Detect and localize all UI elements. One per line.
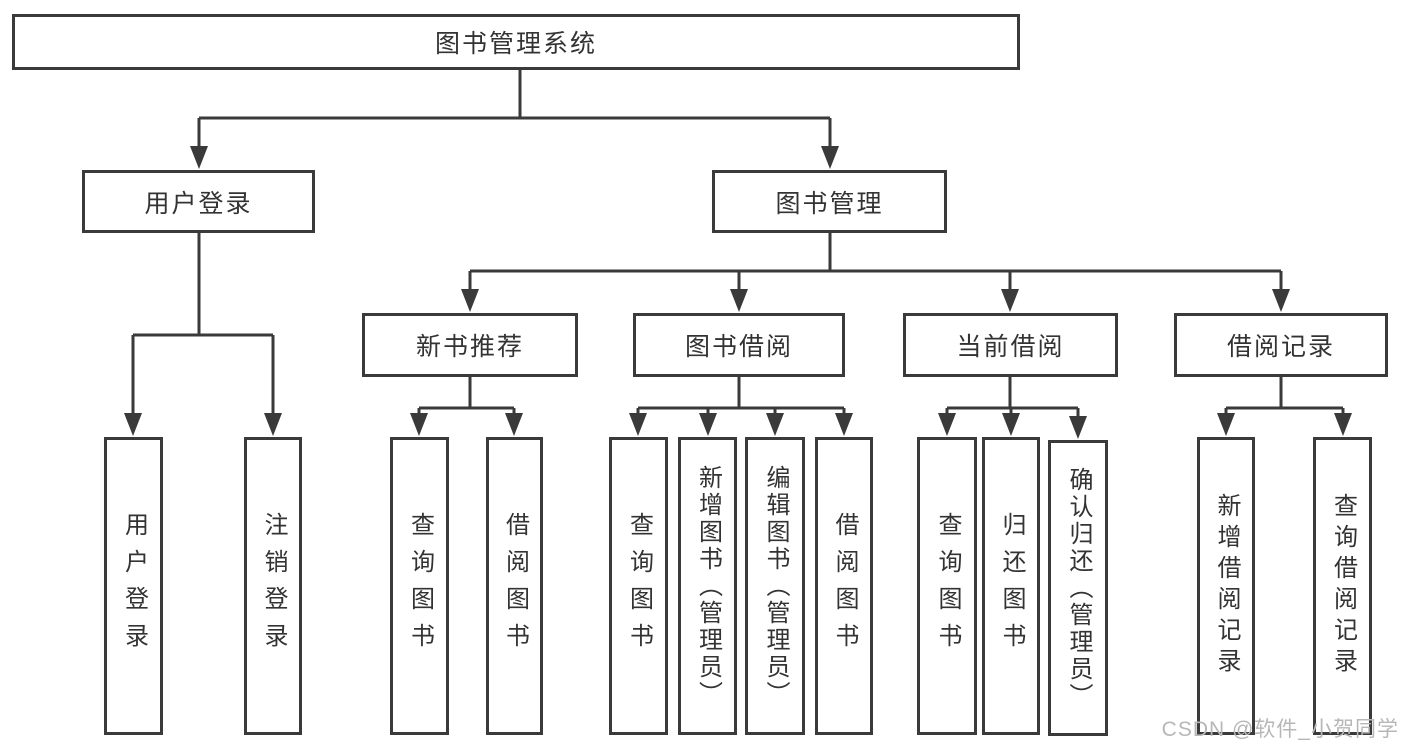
csdn-watermark: CSDN @软件_小贺同学 <box>1161 718 1399 741</box>
node-book-management: 图书管理 <box>712 170 947 233</box>
leaf-query-books-current-label: 查询图书 <box>934 512 961 660</box>
leaf-borrow-books-label: 借阅图书 <box>831 512 858 660</box>
leaf-confirm-return-admin-label: 确认归还（管理员） <box>1065 466 1092 710</box>
leaf-return-books: 归还图书 <box>982 437 1040 735</box>
leaf-confirm-return-admin: 确认归还（管理员） <box>1048 440 1108 736</box>
leaf-return-books-label: 归还图书 <box>998 512 1025 660</box>
node-new-book-recommend: 新书推荐 <box>362 313 578 377</box>
node-book-borrow-label: 图书借阅 <box>684 333 793 361</box>
leaf-user-login: 用户登录 <box>104 437 163 735</box>
node-root: 图书管理系统 <box>12 14 1020 70</box>
leaf-add-books-admin-label: 新增图书（管理员） <box>694 464 722 708</box>
leaf-query-books-recommend-label: 查询图书 <box>406 512 434 660</box>
leaf-add-borrow-record-label: 新增借阅记录 <box>1213 493 1240 679</box>
node-user-login-label: 用户登录 <box>144 189 253 218</box>
leaf-user-login-label: 用户登录 <box>120 512 148 660</box>
leaf-logout-label: 注销登录 <box>260 512 287 660</box>
leaf-logout: 注销登录 <box>244 437 302 735</box>
node-borrow-records-label: 借阅记录 <box>1226 333 1335 361</box>
leaf-query-borrow-record-label: 查询借阅记录 <box>1329 493 1357 679</box>
leaf-borrow-books-recommend: 借阅图书 <box>486 437 543 735</box>
node-current-borrow-label: 当前借阅 <box>956 333 1065 361</box>
leaf-query-books-recommend: 查询图书 <box>390 437 449 735</box>
node-book-borrow: 图书借阅 <box>633 313 845 377</box>
node-root-label: 图书管理系统 <box>434 30 597 58</box>
leaf-query-borrow-record: 查询借阅记录 <box>1313 437 1372 735</box>
node-new-book-recommend-label: 新书推荐 <box>415 333 524 361</box>
node-user-login: 用户登录 <box>82 170 315 233</box>
node-borrow-records: 借阅记录 <box>1174 313 1388 377</box>
leaf-query-books-borrow-label: 查询图书 <box>625 512 653 660</box>
node-book-management-label: 图书管理 <box>775 189 884 218</box>
node-current-borrow: 当前借阅 <box>903 313 1118 377</box>
leaf-edit-books-admin: 编辑图书（管理员） <box>745 437 805 735</box>
leaf-query-books-current: 查询图书 <box>917 437 977 735</box>
leaf-add-books-admin: 新增图书（管理员） <box>678 437 737 735</box>
arrowheads <box>124 146 1352 439</box>
leaf-borrow-books-recommend-label: 借阅图书 <box>501 512 529 660</box>
leaf-query-books-borrow: 查询图书 <box>609 437 668 735</box>
leaf-add-borrow-record: 新增借阅记录 <box>1197 437 1255 735</box>
leaf-borrow-books: 借阅图书 <box>815 437 873 735</box>
leaf-edit-books-admin-label: 编辑图书（管理员） <box>762 464 789 708</box>
